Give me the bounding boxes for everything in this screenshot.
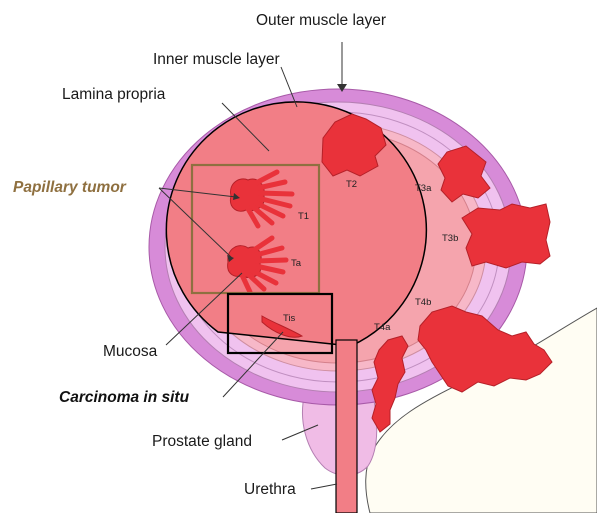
leader-urethra bbox=[311, 484, 337, 489]
label-lamina-propria: Lamina propria bbox=[62, 86, 166, 103]
label-urethra: Urethra bbox=[244, 481, 296, 498]
tumor-t3b bbox=[462, 204, 550, 268]
stage-label-t3b: T3b bbox=[442, 233, 458, 244]
urethra bbox=[336, 340, 357, 513]
label-outer-muscle-layer: Outer muscle layer bbox=[256, 12, 386, 29]
stage-label-ta: Ta bbox=[291, 258, 302, 269]
bladder-lumen bbox=[166, 102, 426, 346]
label-carcinoma-in-situ: Carcinoma in situ bbox=[59, 389, 190, 406]
stage-label-t4b: T4b bbox=[415, 297, 431, 308]
label-mucosa: Mucosa bbox=[103, 343, 158, 360]
stage-label-t4a: T4a bbox=[374, 322, 391, 333]
label-papillary-tumor: Papillary tumor bbox=[13, 179, 127, 196]
stage-label-t3a: T3a bbox=[415, 183, 432, 194]
label-prostate-gland: Prostate gland bbox=[152, 433, 252, 450]
stage-label-t1: T1 bbox=[298, 211, 309, 222]
stage-label-tis: Tis bbox=[283, 313, 296, 324]
label-inner-muscle-layer: Inner muscle layer bbox=[153, 51, 280, 68]
stage-label-t2: T2 bbox=[346, 179, 357, 190]
